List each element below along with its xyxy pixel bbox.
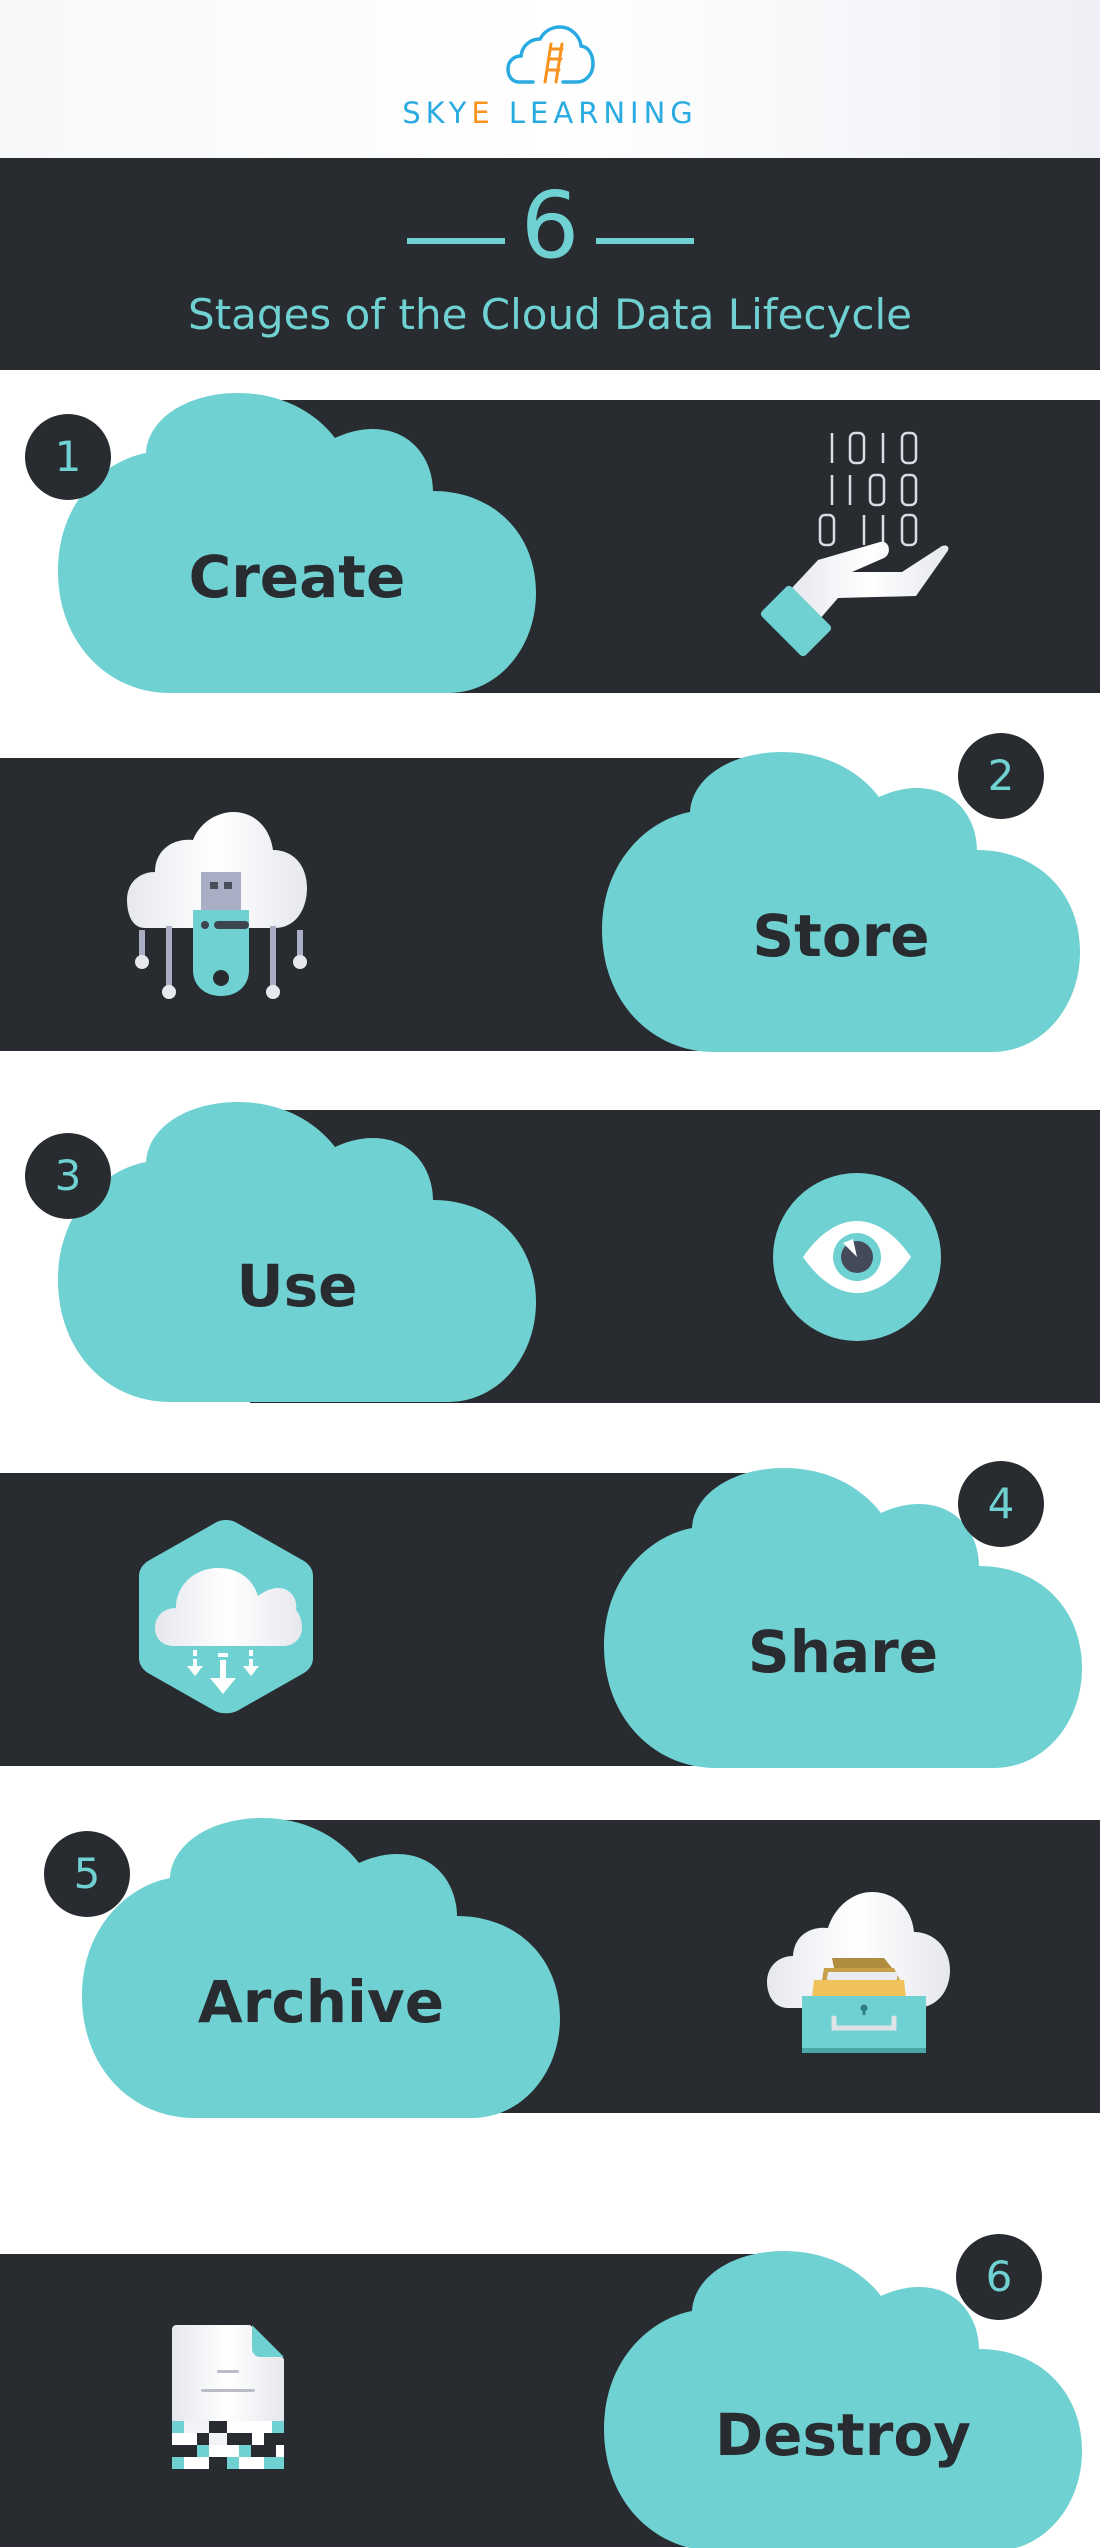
stage-1-cloud: Create [58, 393, 536, 693]
stage-number-badge: 2 [958, 733, 1044, 819]
decorative-dash [407, 238, 505, 244]
stage-label: Create [188, 543, 406, 611]
site-header: SKYE LEARNING [0, 0, 1100, 158]
stage-number-badge: 6 [956, 2234, 1042, 2320]
cloud-ladder-icon [506, 25, 595, 84]
stage-5-cloud: Archive [82, 1818, 560, 2118]
cloud-file-drawer-icon [767, 1892, 950, 2053]
cloud-usb-drive-icon [127, 812, 307, 999]
shredded-document-icon [172, 2325, 284, 2469]
stage-label: Destroy [715, 2401, 971, 2469]
stage-number-badge: 5 [44, 1831, 130, 1917]
stage-3-cloud: Use [58, 1102, 536, 1402]
decorative-dash [596, 238, 694, 244]
page-title: Stages of the Cloud Data Lifecycle [188, 290, 912, 339]
brand-name: SKYE LEARNING [402, 96, 698, 130]
cloud-download-hexagon-icon [139, 1520, 313, 1714]
title-banner: 6 Stages of the Cloud Data Lifecycle [0, 158, 1100, 370]
stage-number-badge: 4 [958, 1461, 1044, 1547]
eye-icon [773, 1173, 941, 1341]
stage-2-cloud: Store [602, 752, 1080, 1052]
stage-label: Archive [197, 1968, 445, 2036]
stage-number-badge: 1 [25, 414, 111, 500]
hand-binary-data-icon [760, 431, 949, 657]
stage-label: Use [236, 1252, 358, 1320]
stage-label: Store [752, 902, 930, 970]
stage-label: Share [747, 1618, 939, 1686]
stage-count: 6 [520, 172, 580, 279]
stage-6-cloud: Destroy [604, 2251, 1082, 2548]
stage-number-badge: 3 [25, 1133, 111, 1219]
stage-4-cloud: Share [604, 1468, 1082, 1768]
